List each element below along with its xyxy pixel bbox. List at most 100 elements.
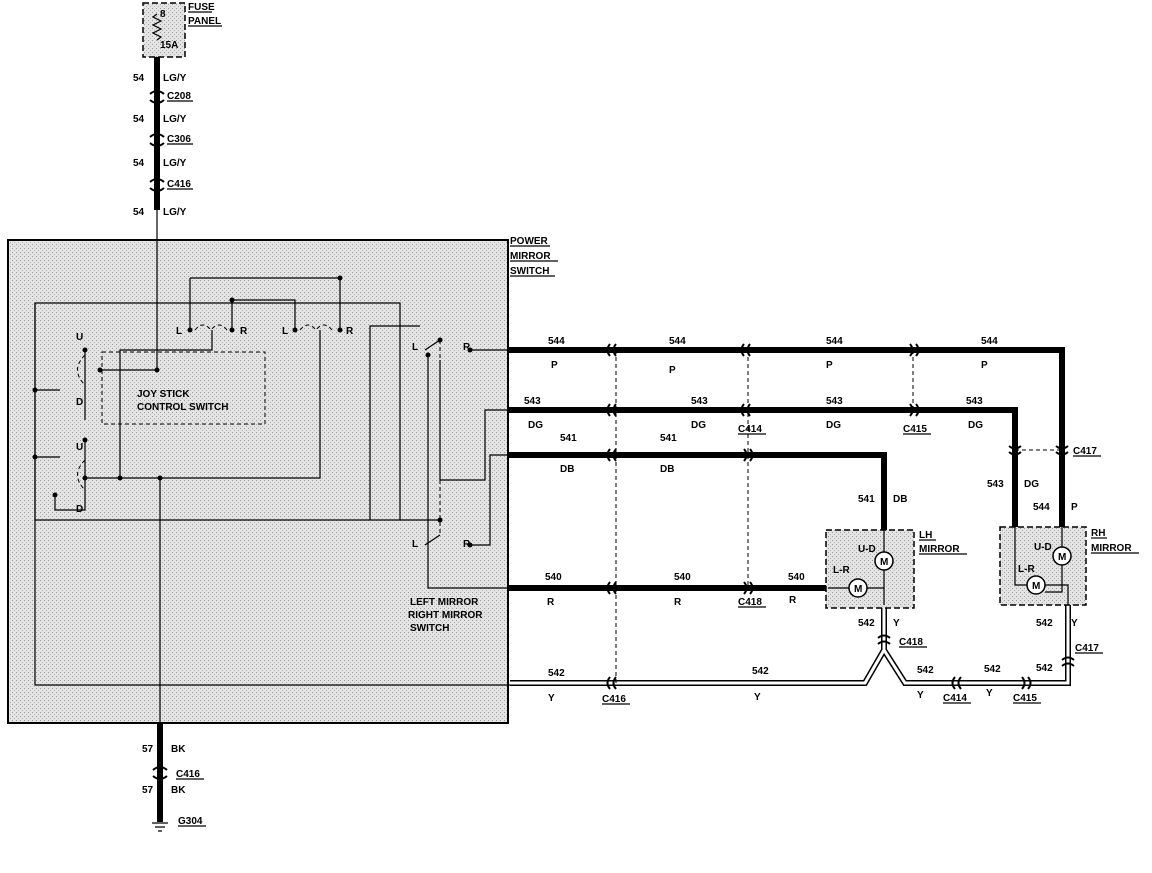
lh-mirror-box xyxy=(825,529,915,609)
internal-bus-mid xyxy=(231,299,296,330)
label-db-2: DB xyxy=(660,464,674,475)
connector-symbol xyxy=(606,403,617,417)
harness: 544 P 544 P 544 P 544 P 544 P 543 DG 543… xyxy=(508,336,1103,705)
selector-r-top: R xyxy=(463,342,471,353)
selector-label-1: LEFT MIRROR xyxy=(410,597,479,608)
label-543-2: 543 xyxy=(691,396,708,407)
connector-symbol xyxy=(743,448,754,462)
junction-dot xyxy=(229,297,235,303)
label-544-3: 544 xyxy=(826,336,843,347)
label-544-2: 544 xyxy=(669,336,686,347)
label-dg-1: DG xyxy=(528,420,543,431)
connector-label-c417-1: C417 xyxy=(1073,446,1097,457)
label-542-1: 542 xyxy=(548,668,565,679)
internal-lr-link-2 xyxy=(85,330,321,479)
ground-color-1: BK xyxy=(171,744,186,755)
junction-dot xyxy=(437,337,443,343)
label-dg-3: DG xyxy=(826,420,841,431)
label-541-2: 541 xyxy=(660,433,677,444)
junction-dot xyxy=(337,275,343,281)
selector-label-2: RIGHT MIRROR xyxy=(408,610,483,621)
connector-symbol xyxy=(909,403,920,417)
lh-ud-label: U-D xyxy=(858,544,876,555)
label-544-5: 544 xyxy=(1033,502,1050,513)
label-y-4: Y xyxy=(986,688,993,699)
junction-dot xyxy=(157,475,163,481)
junction-dot xyxy=(292,327,298,333)
lh-mirror-label-1: LH xyxy=(919,530,932,541)
connector-symbol xyxy=(1021,676,1032,690)
feed-circuit-3: 54 xyxy=(133,158,145,169)
connector-symbol xyxy=(606,581,617,595)
junction-dot xyxy=(425,352,431,358)
junction-dot xyxy=(337,327,343,333)
power-feed: 54 LG/Y C208 54 LG/Y C306 54 LG/Y C416 5… xyxy=(133,57,193,240)
junction-dot xyxy=(32,454,38,460)
junction-dot xyxy=(117,475,123,481)
feed-connector-c306: C306 xyxy=(167,134,191,145)
internal-lr-link xyxy=(119,330,213,478)
switch-label-1: POWER xyxy=(510,236,549,247)
label-543-3: 543 xyxy=(826,396,843,407)
junction-dot xyxy=(52,492,58,498)
connector-symbol xyxy=(1055,445,1069,456)
label-544-1: 544 xyxy=(548,336,565,347)
rh-ud-label: U-D xyxy=(1034,542,1052,553)
joystick-dashed-box xyxy=(101,351,266,425)
fuse-panel-label-2: PANEL xyxy=(188,16,221,27)
rh-mirror-box xyxy=(999,526,1087,606)
label-p-3: P xyxy=(826,360,833,371)
selector-r-bottom: R xyxy=(463,539,471,550)
wire-544 xyxy=(508,347,1065,527)
lh-mirror-label-2: MIRROR xyxy=(919,544,960,555)
contact-u-1: U xyxy=(76,332,83,343)
label-541-1: 541 xyxy=(560,433,577,444)
connector-symbol xyxy=(740,403,751,417)
label-r-2: R xyxy=(674,597,682,608)
connector-symbol-c416-ground xyxy=(152,766,168,780)
ground-icon xyxy=(152,822,168,832)
connector-symbol-c416 xyxy=(149,178,165,192)
junction-dot xyxy=(82,475,88,481)
junction-dot xyxy=(467,347,473,353)
feed-color-1: LG/Y xyxy=(163,73,187,84)
ground-circuit-2: 57 xyxy=(142,785,154,796)
rh-mirror-label-1: RH xyxy=(1091,528,1105,539)
connector-symbol xyxy=(743,581,754,595)
selector-l-top: L xyxy=(412,342,418,353)
connector-symbol xyxy=(1008,445,1022,456)
joystick-label-1: JOY STICK xyxy=(137,389,190,400)
label-543-4: 543 xyxy=(966,396,983,407)
internal-selector-feed xyxy=(369,325,420,520)
label-542-3: 542 xyxy=(917,665,934,676)
junction-dot xyxy=(467,542,473,548)
connector-symbol-c306 xyxy=(149,133,165,147)
ground-color-2: BK xyxy=(171,785,186,796)
rh-internal-wiring xyxy=(1014,527,1069,605)
connector-symbol xyxy=(877,634,891,645)
contact-r-2: R xyxy=(346,326,354,337)
label-db-3: DB xyxy=(893,494,907,505)
label-542-7: 542 xyxy=(1036,618,1053,629)
internal-stubs xyxy=(35,389,60,458)
label-y-7: Y xyxy=(1071,618,1078,629)
connector-label-c416-1: C416 xyxy=(602,694,626,705)
label-542-6: 542 xyxy=(858,618,875,629)
junction-dot xyxy=(187,327,193,333)
contact-l-2: L xyxy=(282,326,288,337)
contact-d-2: D xyxy=(76,504,83,515)
internal-ground-run xyxy=(34,303,510,686)
lh-ud-motor-label: M xyxy=(880,557,888,568)
junction-dot xyxy=(97,367,103,373)
wire-543 xyxy=(508,407,1018,527)
connector-symbol-c208 xyxy=(149,90,165,104)
feed-circuit-1: 54 xyxy=(133,73,145,84)
feed-color-2: LG/Y xyxy=(163,114,187,125)
connector-symbol xyxy=(909,343,920,357)
internal-541-run xyxy=(470,454,508,546)
lh-mirror: LH MIRROR U-D L-R M M xyxy=(825,529,967,609)
feed-color-3: LG/Y xyxy=(163,158,187,169)
label-db-1: DB xyxy=(560,464,574,475)
label-y-6: Y xyxy=(893,618,900,629)
connector-label-c418-2: C418 xyxy=(899,637,923,648)
